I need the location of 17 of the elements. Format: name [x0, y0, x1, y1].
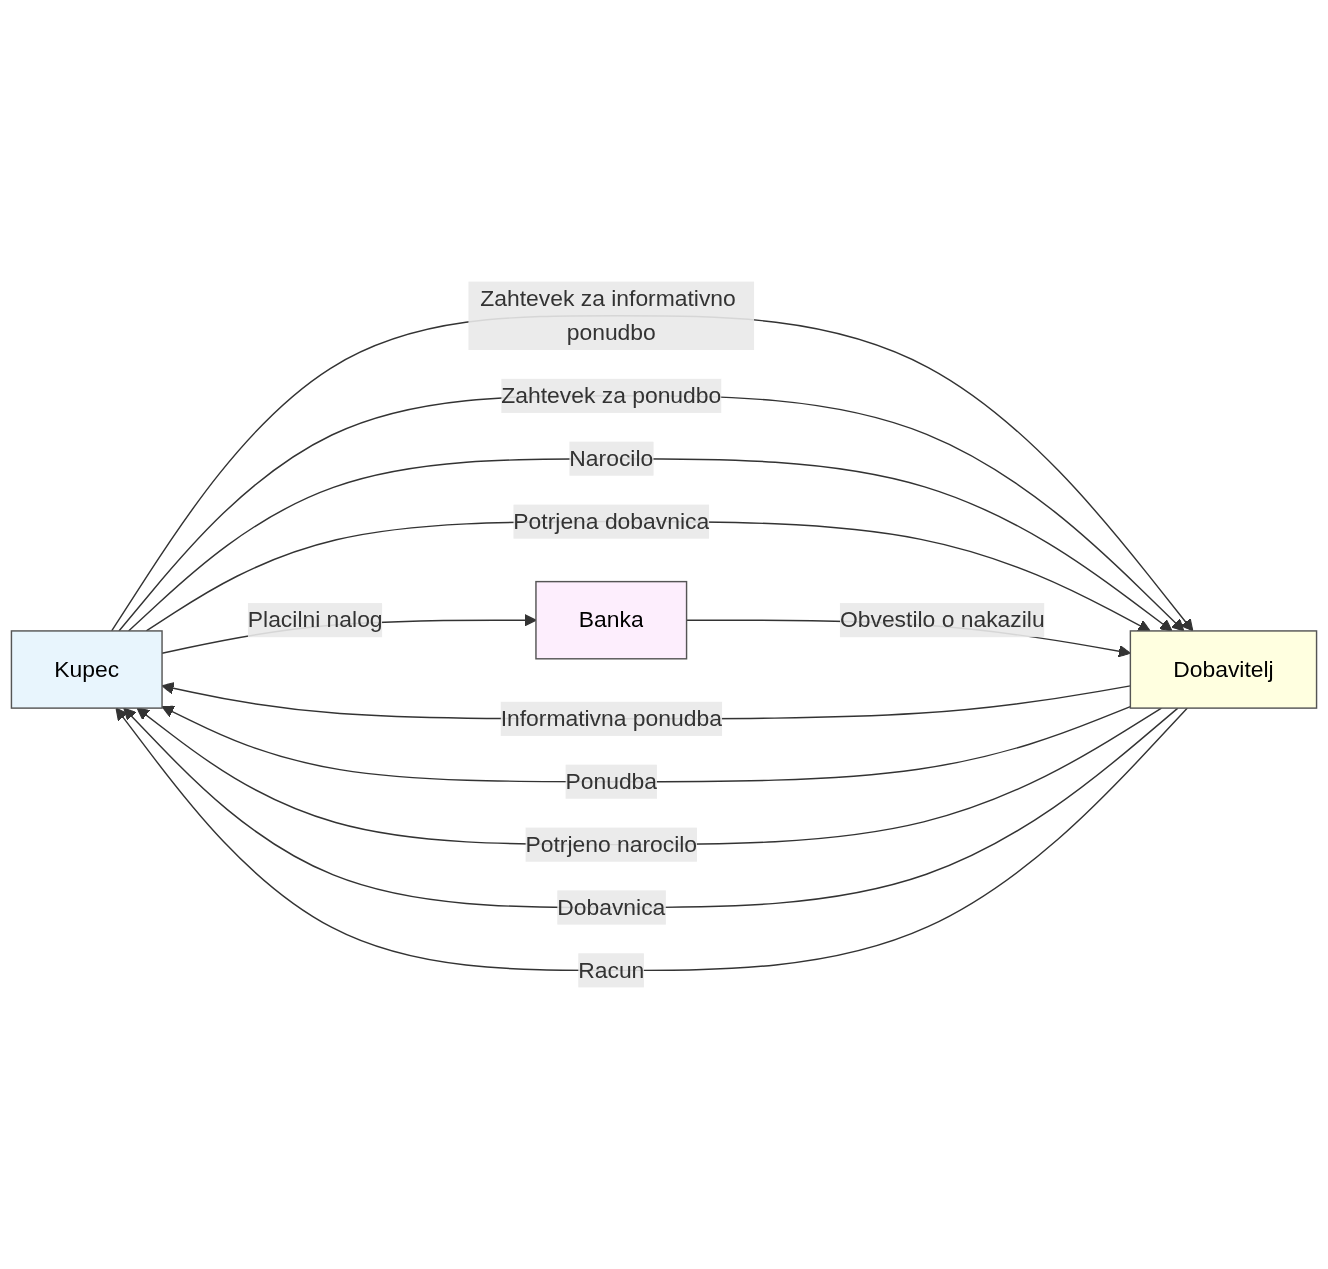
- edge-label: Ponudba: [565, 768, 658, 794]
- edge-label: Potrjena dobavnica: [513, 508, 710, 534]
- edge-label: Placilni nalog: [247, 607, 383, 632]
- edge-label: Informativna ponudba: [500, 705, 722, 731]
- edge-label: Potrjeno narocilo: [525, 831, 698, 857]
- edge-label: Narocilo: [569, 445, 654, 471]
- arrow: [123, 707, 1179, 909]
- edge-label: Zahtevek za ponudbo: [501, 382, 722, 408]
- edge-label: Dobavnica: [557, 894, 666, 919]
- arrow: [115, 707, 1189, 972]
- edge-label: Obvestilo o nakazilu: [839, 607, 1045, 632]
- edge-label: Racun: [578, 957, 645, 982]
- edge-label: Zahtevek za informativno ponudbo: [480, 285, 736, 345]
- node-box: Banka: [535, 580, 688, 660]
- node-box: Kupec: [10, 630, 163, 709]
- arrow: [136, 707, 1163, 846]
- node-box: Dobavitelj: [1129, 630, 1318, 709]
